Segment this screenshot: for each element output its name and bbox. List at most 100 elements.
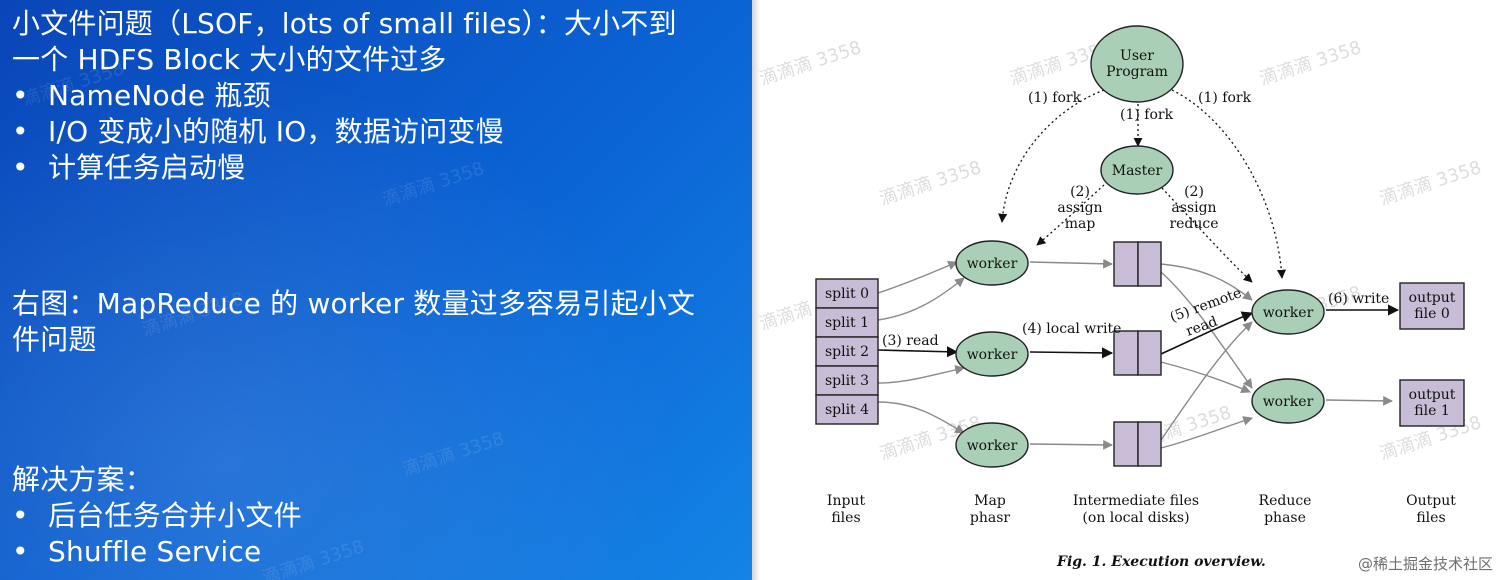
assign-map-label: assign [1057,200,1102,216]
output-label: file 1 [1414,403,1449,419]
output-label: output [1409,387,1456,403]
fork-label: (1) fork [1028,90,1082,106]
assign-map-edge [1036,184,1105,246]
file-to-reduce-edge [1160,263,1253,301]
footer-watermark: @稀土掘金技术社区 [1357,555,1493,573]
reduce-worker-node [1251,289,1325,335]
bullet-dot: • [12,499,29,532]
map-worker-node [955,422,1029,468]
bullet-text: Shuffle Service [48,535,262,568]
column-label: phasr [970,510,1011,526]
watermark: 滴滴滴 3358 [1377,157,1484,210]
read-label: (3) read [882,333,939,349]
file-to-reduce-edge [1160,321,1253,441]
column-label: Output [1406,493,1456,509]
split-to-worker-edge [877,261,958,294]
split-label: split 0 [825,286,869,302]
split-to-worker-edge [877,401,965,434]
column-label: files [831,510,860,526]
note-line-1: 右图：MapReduce 的 worker 数量过多容易引起小文 [12,287,696,320]
worker-label: worker [967,256,1018,272]
map-to-file-edge [1029,258,1113,269]
worker-label: worker [1263,394,1314,410]
column-label: Map [974,493,1006,509]
master-node [1100,145,1174,195]
local-write-edge [1029,347,1114,359]
bullet-item: • NameNode 瓶颈 [12,78,737,114]
column-label: phase [1264,510,1306,526]
fork-edge-left [998,89,1105,223]
intermediate-file [1113,421,1139,467]
bullet-text: NameNode 瓶颈 [48,79,271,112]
file-to-reduce-edge [1160,416,1253,449]
bullet-text: 后台任务合并小文件 [48,499,302,532]
map-worker-node [955,240,1029,286]
problem-line-2: 一个 HDFS Block 大小的文件过多 [12,43,447,76]
slide-text: 小文件问题（LSOF，lots of small files）：大小不到 一个 … [12,6,737,570]
bullet-item: • I/O 变成小的随机 IO，数据访问变慢 [12,114,737,150]
column-label: (on local disks) [1082,510,1189,526]
intermediate-file [1137,421,1162,467]
watermark: 滴滴滴 3358 [757,37,864,90]
fork-label: (1) fork [1120,107,1174,123]
reduce-worker-node [1251,378,1325,424]
input-split [815,365,879,396]
user-program-label: User [1120,48,1154,64]
split-label: split 1 [825,315,869,331]
output-file [1399,379,1465,427]
local-write-label: (4) local write [1022,321,1121,337]
problem-line-1: 小文件问题（LSOF，lots of small files）：大小不到 [12,7,677,40]
split-label: split 3 [825,373,869,389]
output-label: file 0 [1414,306,1449,322]
map-worker-node [955,331,1029,377]
fork-edge-right [1171,89,1287,279]
column-label: Reduce [1259,493,1312,509]
bullet-dot: • [12,115,29,148]
split-label: split 2 [825,344,869,360]
figure-panel: 滴滴滴 3358 滴滴滴 3358 滴滴滴 3358 滴滴滴 3358 滴滴滴 … [752,0,1501,580]
fork-label: (1) fork [1198,90,1252,106]
remote-read-edge [1160,311,1254,355]
column-label: Intermediate files [1073,493,1199,509]
reduce-to-output-edge [1325,395,1393,406]
assign-reduce-label: reduce [1169,216,1218,232]
worker-label: worker [1263,305,1314,321]
bullet-item: • 后台任务合并小文件 [12,498,737,534]
read-edge [877,346,959,358]
bullet-text: 计算任务启动慢 [48,151,246,184]
bullet-dot: • [12,535,29,568]
column-label: files [1416,510,1445,526]
watermark: 滴滴滴 3358 [877,157,984,210]
input-split [815,278,879,309]
file-to-reduce-edge [1160,271,1253,389]
intermediate-file [1137,241,1162,287]
intermediate-file [1137,330,1162,376]
assign-reduce-edge [1161,187,1253,283]
bullet-dot: • [12,151,29,184]
worker-label: worker [967,347,1018,363]
user-program-label: Program [1106,64,1168,80]
map-to-file-edge [1029,439,1113,450]
note-line-2: 件问题 [12,323,97,356]
input-split [815,307,879,338]
split-to-worker-edge [877,277,965,321]
input-split [815,394,879,425]
bullet-dot: • [12,79,29,112]
worker-label: worker [967,438,1018,454]
write-label: (6) write [1328,291,1389,307]
bullet-item: • Shuffle Service [12,534,737,570]
bullet-text: I/O 变成小的随机 IO，数据访问变慢 [48,115,504,148]
assign-reduce-label: (2) [1184,184,1204,200]
assign-reduce-label: assign [1171,200,1216,216]
split-label: split 4 [825,402,869,418]
master-label: Master [1112,163,1163,179]
mapreduce-execution-diagram: 滴滴滴 3358 滴滴滴 3358 滴滴滴 3358 滴滴滴 3358 滴滴滴 … [757,25,1484,570]
solution-title: 解决方案： [12,463,154,496]
watermark: 滴滴滴 3358 [1257,37,1364,90]
assign-map-label: (2) [1070,184,1090,200]
bullet-item: • 计算任务启动慢 [12,150,737,186]
split-to-worker-edge [877,365,965,384]
assign-map-label: map [1065,216,1096,232]
column-label: Input [827,493,866,509]
